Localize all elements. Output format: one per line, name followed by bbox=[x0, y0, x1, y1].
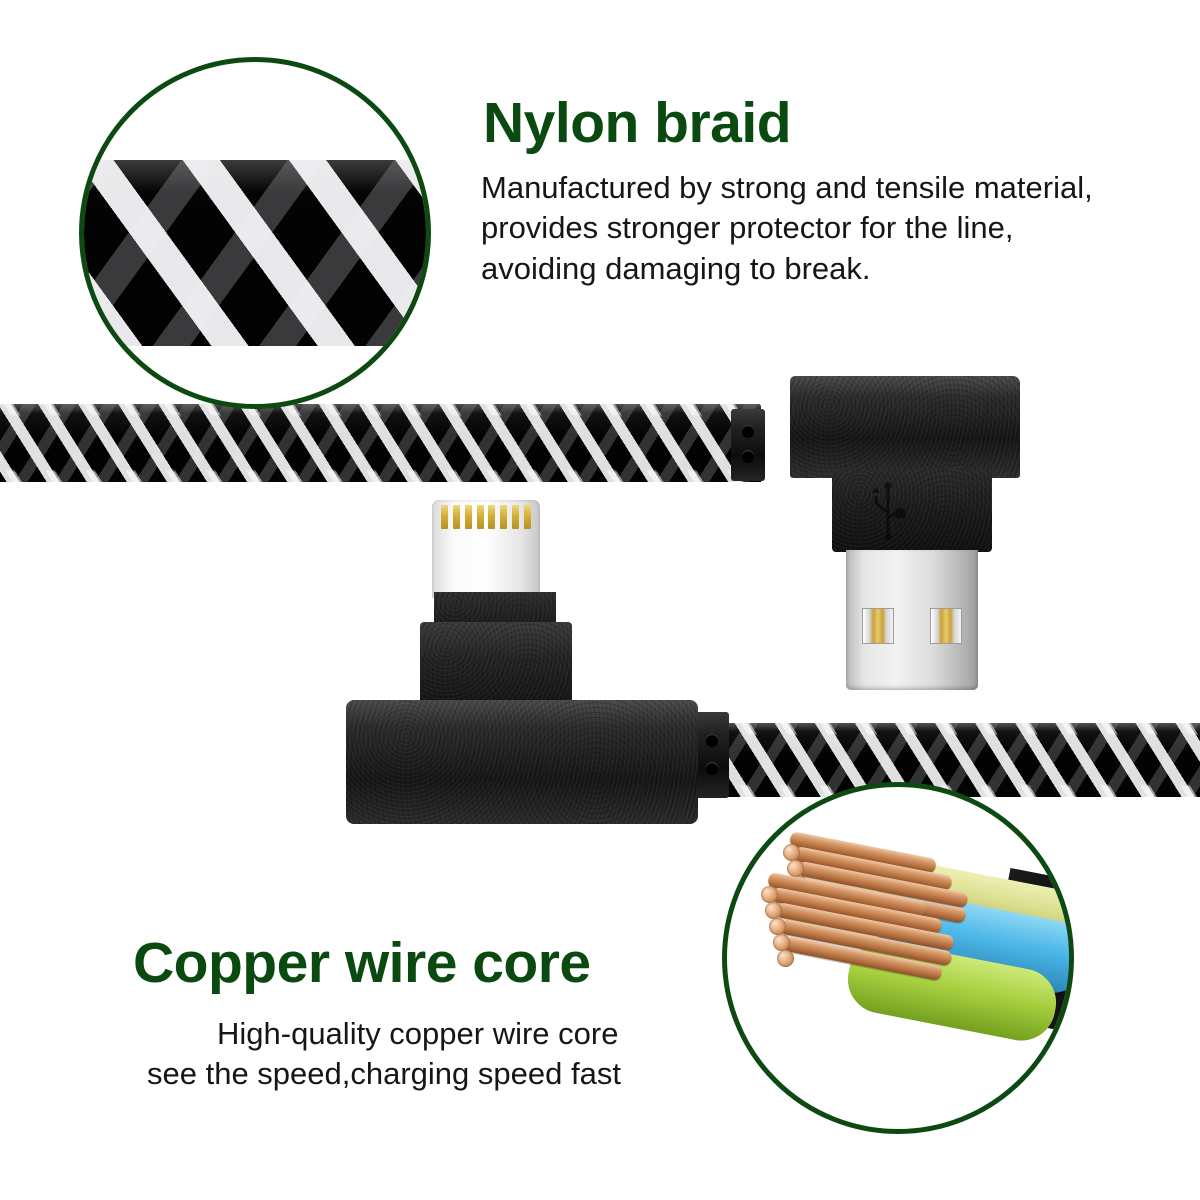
usb-contact-pad bbox=[862, 608, 894, 644]
strain-relief-hole bbox=[705, 762, 719, 775]
copper-strand-end bbox=[773, 934, 790, 951]
usb-a-connector bbox=[760, 376, 1020, 706]
usb-housing-arm bbox=[790, 376, 1020, 478]
copper-core-closeup-callout bbox=[722, 782, 1074, 1134]
copper-strand-end bbox=[761, 886, 778, 903]
lightning-pin bbox=[500, 505, 508, 529]
lightning-pin bbox=[523, 505, 531, 529]
braid-closeup-callout bbox=[79, 57, 431, 409]
description-line: see the speed,charging speed fast bbox=[147, 1056, 621, 1092]
copper-strand-end bbox=[765, 902, 782, 919]
lightning-pin bbox=[441, 505, 448, 529]
lightning-connector bbox=[346, 500, 746, 824]
lightning-pin bbox=[452, 505, 460, 529]
description-line: Manufactured by strong and tensile mater… bbox=[481, 170, 1093, 205]
lightning-housing-body bbox=[346, 700, 698, 824]
lightning-pin-row bbox=[438, 505, 534, 529]
copper-wire-core-description: High-quality copper wire core see the sp… bbox=[147, 1014, 621, 1095]
strain-relief-lightning bbox=[695, 712, 729, 798]
lightning-pin bbox=[488, 505, 496, 529]
lightning-pin bbox=[512, 505, 520, 529]
usb-contact-pad bbox=[930, 608, 962, 644]
lightning-pin bbox=[464, 505, 472, 529]
copper-strand-end bbox=[787, 860, 804, 877]
lightning-shoulder bbox=[420, 622, 572, 706]
nylon-braid-description: Manufactured by strong and tensile mater… bbox=[481, 168, 1093, 289]
strain-relief-hole bbox=[705, 734, 719, 747]
lightning-tip bbox=[432, 500, 540, 598]
braided-cable-upper-segment bbox=[0, 404, 761, 482]
usb-housing-shoulder bbox=[832, 470, 992, 552]
copper-strand-end bbox=[777, 950, 794, 967]
copper-wire-core-heading: Copper wire core bbox=[133, 931, 591, 995]
usb-trident-icon bbox=[872, 482, 905, 541]
lightning-pin bbox=[476, 505, 484, 529]
description-line: High-quality copper wire core bbox=[217, 1016, 619, 1051]
usb-metal-shell bbox=[846, 550, 978, 690]
strain-relief-hole bbox=[741, 425, 755, 438]
braid-weave-texture bbox=[84, 160, 426, 346]
copper-strand-end bbox=[783, 844, 800, 861]
copper-strand-end bbox=[769, 918, 786, 935]
nylon-braid-heading: Nylon braid bbox=[483, 91, 792, 155]
description-line: provides stronger protector for the line… bbox=[481, 210, 1014, 246]
description-line: avoiding damaging to break. bbox=[481, 250, 871, 286]
strain-relief-hole bbox=[741, 450, 755, 463]
braided-cable-lower-segment bbox=[690, 723, 1200, 797]
strain-relief-usb bbox=[731, 409, 765, 481]
copper-core-illustration bbox=[727, 787, 1069, 1129]
